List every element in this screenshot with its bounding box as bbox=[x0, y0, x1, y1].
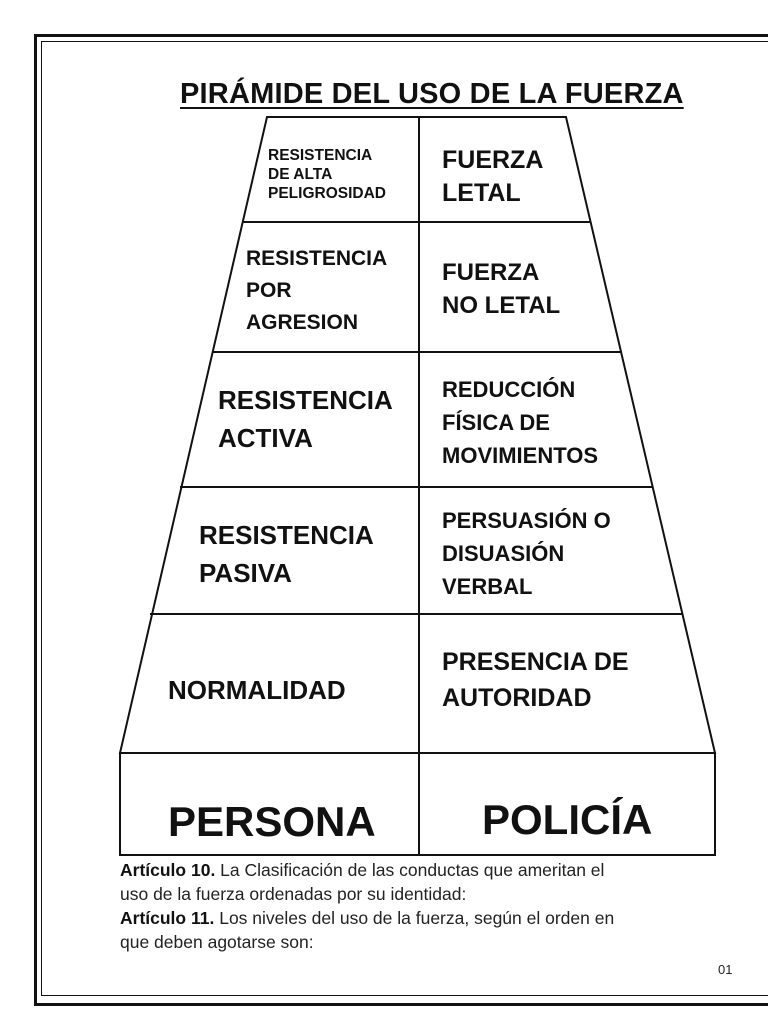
article-10-line-2: uso de la fuerza ordenadas por su identi… bbox=[120, 884, 467, 904]
diagram-title: PIRÁMIDE DEL USO DE LA FUERZA bbox=[180, 78, 684, 110]
level-3-policia: REDUCCIÓN FÍSICA DE MOVIMIENTOS bbox=[442, 377, 599, 468]
level-1-policia: FUERZA LETAL bbox=[442, 146, 544, 207]
base-label-policia: POLICÍA bbox=[482, 796, 653, 843]
level-4-persona: RESISTENCIA PASIVA bbox=[199, 520, 374, 588]
page-number: 01 bbox=[718, 962, 733, 977]
article-text: Artículo 10. La Clasificación de las con… bbox=[120, 858, 730, 954]
level-1-persona: RESISTENCIA DE ALTA PELIGROSIDAD bbox=[268, 147, 386, 202]
page-frame-inner bbox=[41, 41, 768, 996]
page-frame-outer bbox=[34, 34, 768, 1006]
base-label-persona: PERSONA bbox=[168, 798, 376, 845]
level-4-policia: PERSUASIÓN O DISUASIÓN VERBAL bbox=[442, 508, 611, 599]
article-11-line-1: Artículo 11. Los niveles del uso de la f… bbox=[120, 908, 615, 928]
level-5-persona: NORMALIDAD bbox=[168, 675, 346, 705]
level-3-persona: RESISTENCIA ACTIVA bbox=[218, 385, 393, 453]
level-2-policia: FUERZA NO LETAL bbox=[442, 259, 561, 319]
base-box bbox=[119, 752, 716, 856]
article-10-line-1: Artículo 10. La Clasificación de las con… bbox=[120, 860, 605, 880]
level-2-persona: RESISTENCIA POR AGRESION bbox=[246, 247, 388, 334]
article-11-line-2: que deben agotarse son: bbox=[120, 932, 314, 952]
level-5-policia: PRESENCIA DE AUTORIDAD bbox=[442, 648, 629, 712]
